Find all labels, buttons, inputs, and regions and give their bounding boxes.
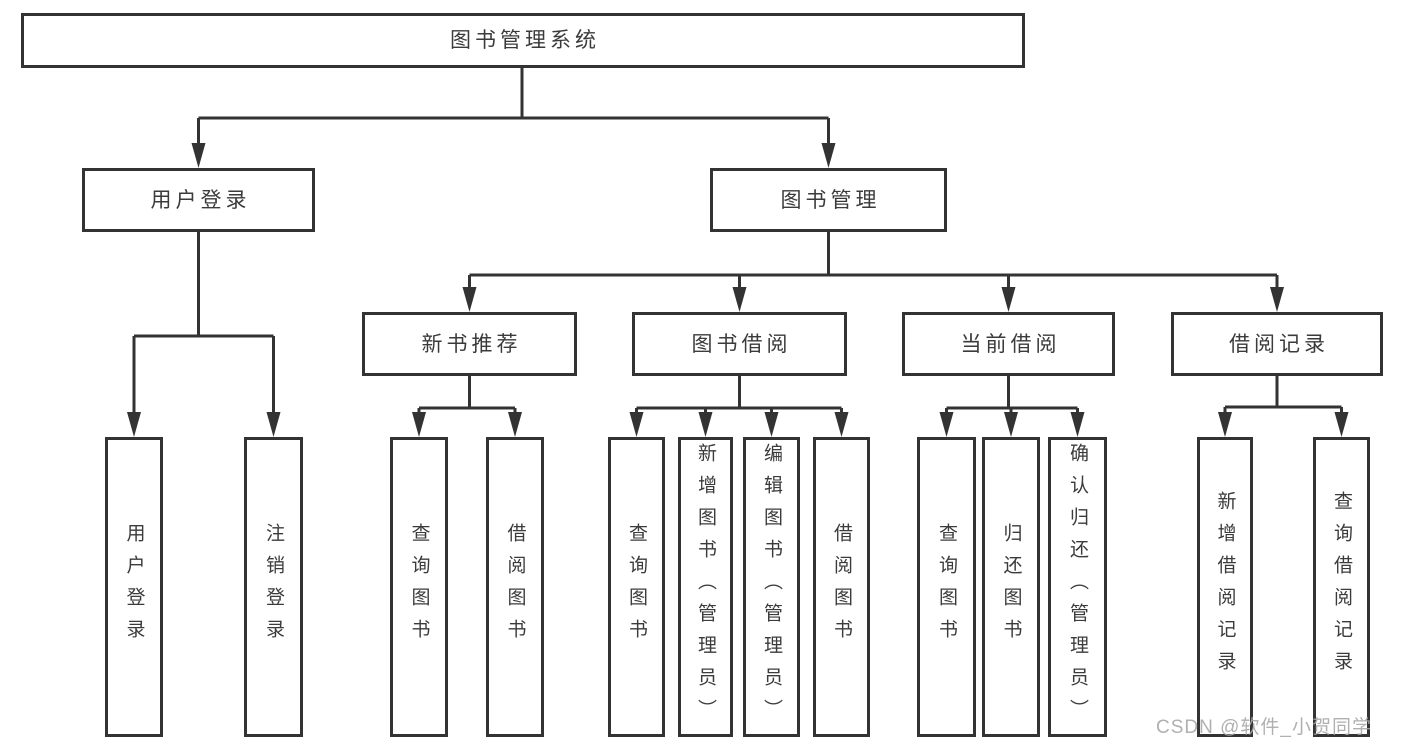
node-user-login: 用户登录: [82, 168, 315, 232]
node-new-book-recommendation: 新书推荐: [362, 312, 577, 376]
node-book-management: 图书管理: [710, 168, 947, 232]
node-root-system: 图书管理系统: [21, 13, 1025, 68]
edge-newrec-to-leaves: [412, 376, 522, 437]
leaf-recommend-borrow-books-label: 借阅图书: [504, 523, 526, 651]
leaf-current-confirm-return-admin-label: 确认归还（管理员）: [1067, 443, 1088, 731]
leaf-logout: 注销登录: [244, 437, 303, 737]
edge-bookborrow-to-leaves: [629, 376, 849, 437]
leaf-current-query-books: 查询图书: [917, 437, 976, 737]
leaf-recommend-query-books-label: 查询图书: [408, 523, 430, 651]
node-user-login-label: 用户登录: [150, 188, 251, 212]
leaf-current-return-books: 归还图书: [982, 437, 1040, 737]
edge-userlogin-to-leaves: [127, 232, 281, 437]
leaf-borrowing-borrow-books-label: 借阅图书: [831, 523, 852, 651]
leaf-borrowing-query-books-label: 查询图书: [626, 523, 647, 651]
leaf-records-add-record-label: 新增借阅记录: [1214, 491, 1236, 683]
leaf-recommend-borrow-books: 借阅图书: [486, 437, 544, 737]
leaf-user-login-label: 用户登录: [123, 523, 145, 651]
node-borrowing-records: 借阅记录: [1171, 312, 1383, 376]
node-current-borrowing: 当前借阅: [902, 312, 1115, 376]
node-book-borrowing: 图书借阅: [632, 312, 847, 376]
node-book-management-label: 图书管理: [780, 188, 881, 212]
leaf-borrowing-edit-books-admin: 编辑图书（管理员）: [743, 437, 800, 737]
leaf-records-add-record: 新增借阅记录: [1197, 437, 1253, 737]
csdn-watermark: CSDN @软件_小贺同学: [1156, 717, 1372, 738]
leaf-records-query-record-label: 查询借阅记录: [1331, 491, 1352, 683]
leaf-records-query-record: 查询借阅记录: [1313, 437, 1370, 737]
node-root-label: 图书管理系统: [450, 29, 600, 52]
edge-root-to-level2: [191, 68, 836, 168]
node-new-book-recommendation-label: 新书推荐: [421, 332, 522, 356]
leaf-borrowing-edit-books-admin-label: 编辑图书（管理员）: [761, 443, 782, 731]
edge-bookmgmt-to-level3: [462, 232, 1284, 312]
node-book-borrowing-label: 图书借阅: [691, 332, 792, 356]
leaf-logout-label: 注销登录: [263, 523, 284, 651]
leaf-borrowing-add-books-admin-label: 新增图书（管理员）: [695, 443, 716, 731]
leaf-current-query-books-label: 查询图书: [936, 523, 957, 651]
node-current-borrowing-label: 当前借阅: [960, 332, 1061, 356]
node-borrowing-records-label: 借阅记录: [1229, 332, 1329, 356]
leaf-recommend-query-books: 查询图书: [390, 437, 448, 737]
leaf-borrowing-borrow-books: 借阅图书: [813, 437, 870, 737]
leaf-current-return-books-label: 归还图书: [1000, 523, 1022, 651]
leaf-current-confirm-return-admin: 确认归还（管理员）: [1048, 437, 1107, 737]
leaf-borrowing-add-books-admin: 新增图书（管理员）: [678, 437, 733, 737]
edge-records-to-leaves: [1218, 376, 1349, 437]
leaf-borrowing-query-books: 查询图书: [608, 437, 665, 737]
edge-currentborrow-to-leaves: [939, 376, 1085, 437]
leaf-user-login: 用户登录: [105, 437, 163, 737]
